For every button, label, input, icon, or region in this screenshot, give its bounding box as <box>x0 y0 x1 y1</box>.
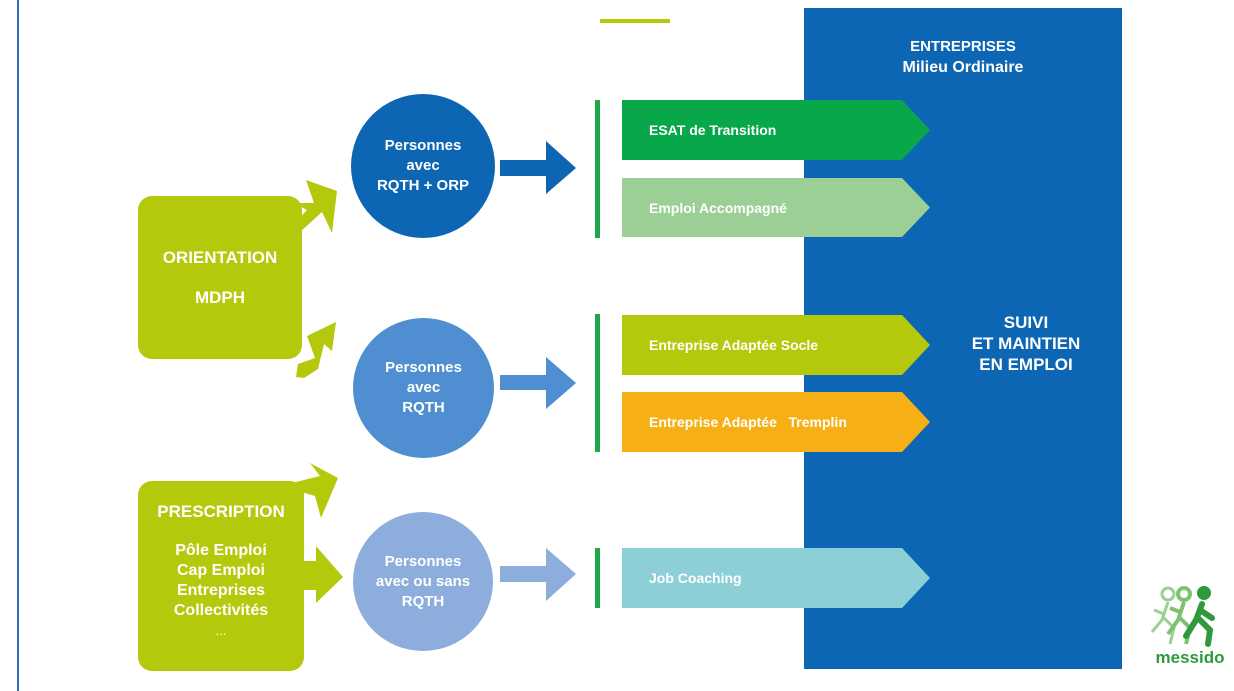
arrow-prescription-to-circle2 <box>296 463 338 518</box>
circle-text: RQTH <box>402 399 445 416</box>
circle-text: avec <box>406 157 440 174</box>
suivi-maintien-label: SUIVI ET MAINTIEN EN EMPLOI <box>930 312 1122 375</box>
circle-rqth: Personnes avec RQTH <box>353 318 494 458</box>
program-ea-socle: Entreprise Adaptée Socle <box>622 315 930 375</box>
circle-avec-ou-sans-rqth: Personnes avec ou sans RQTH <box>353 512 493 651</box>
prescription-item: Cap Emploi <box>176 562 265 579</box>
top-accent-dash <box>600 19 670 23</box>
circle-text: Personnes <box>384 137 462 154</box>
circle-text: avec ou sans <box>375 572 471 590</box>
prescription-item: Pôle Emploi <box>175 542 267 559</box>
program-label: Entreprise Adaptée Socle <box>649 337 819 353</box>
circle-text: RQTH + ORP <box>376 177 470 194</box>
program-label: ESAT de Transition <box>649 122 777 138</box>
program-emploi-accompagne: Emploi Accompagné <box>622 178 930 237</box>
program-label: Emploi Accompagné <box>649 199 787 216</box>
messido-logo-text: messido <box>1155 648 1225 667</box>
prescription-item: Collectivités <box>173 602 269 619</box>
program-label: Entreprise Adaptée Tremplin <box>649 414 847 430</box>
circle-rqth-orp: Personnes avec RQTH + ORP <box>351 94 495 238</box>
prescription-box: PRESCRIPTION Pôle Emploi Cap Emploi Entr… <box>138 481 304 671</box>
group-bar-1 <box>595 100 600 238</box>
running-figures-icon <box>1150 586 1215 647</box>
circle-text: RQTH <box>401 592 445 610</box>
program-job-coaching: Job Coaching <box>622 548 930 608</box>
group-bar-3 <box>595 548 600 608</box>
arrow-circle2-to-programs <box>500 357 576 409</box>
prescription-title: PRESCRIPTION <box>157 502 285 521</box>
left-border-line <box>17 0 19 691</box>
program-label: Job Coaching <box>649 570 742 586</box>
suivi-line2: ET MAINTIEN <box>971 334 1081 353</box>
orientation-mdph-box: ORIENTATION MDPH <box>138 196 302 359</box>
circle-text: avec <box>406 379 441 396</box>
arrow-prescription-to-circle3 <box>302 546 343 603</box>
orientation-label: ORIENTATION <box>162 248 278 267</box>
group-bar-2 <box>595 314 600 452</box>
suivi-line1: SUIVI <box>1003 313 1049 332</box>
prescription-list: Pôle Emploi Cap Emploi Entreprises Colle… <box>138 541 304 641</box>
suivi-line3: EN EMPLOI <box>979 355 1073 374</box>
circle-text: Personnes <box>384 552 462 570</box>
enterprises-title-line2: Milieu Ordinaire <box>902 59 1024 76</box>
mdph-label: MDPH <box>194 288 246 307</box>
arrow-circle3-to-programs <box>500 548 576 601</box>
arrow-orientation-to-circle2 <box>296 322 336 378</box>
program-esat-transition: ESAT de Transition <box>622 100 930 160</box>
program-ea-tremplin: Entreprise Adaptée Tremplin <box>622 392 930 452</box>
prescription-item: ... <box>215 623 227 638</box>
prescription-item: Entreprises <box>176 582 266 599</box>
enterprises-title-line1: ENTREPRISES <box>910 38 1016 55</box>
arrow-circle1-to-programs <box>500 141 576 194</box>
arrow-orientation-to-circle1 <box>292 180 337 233</box>
circle-text: Personnes <box>385 359 462 376</box>
enterprises-panel-title: ENTREPRISES Milieu Ordinaire <box>804 36 1122 78</box>
